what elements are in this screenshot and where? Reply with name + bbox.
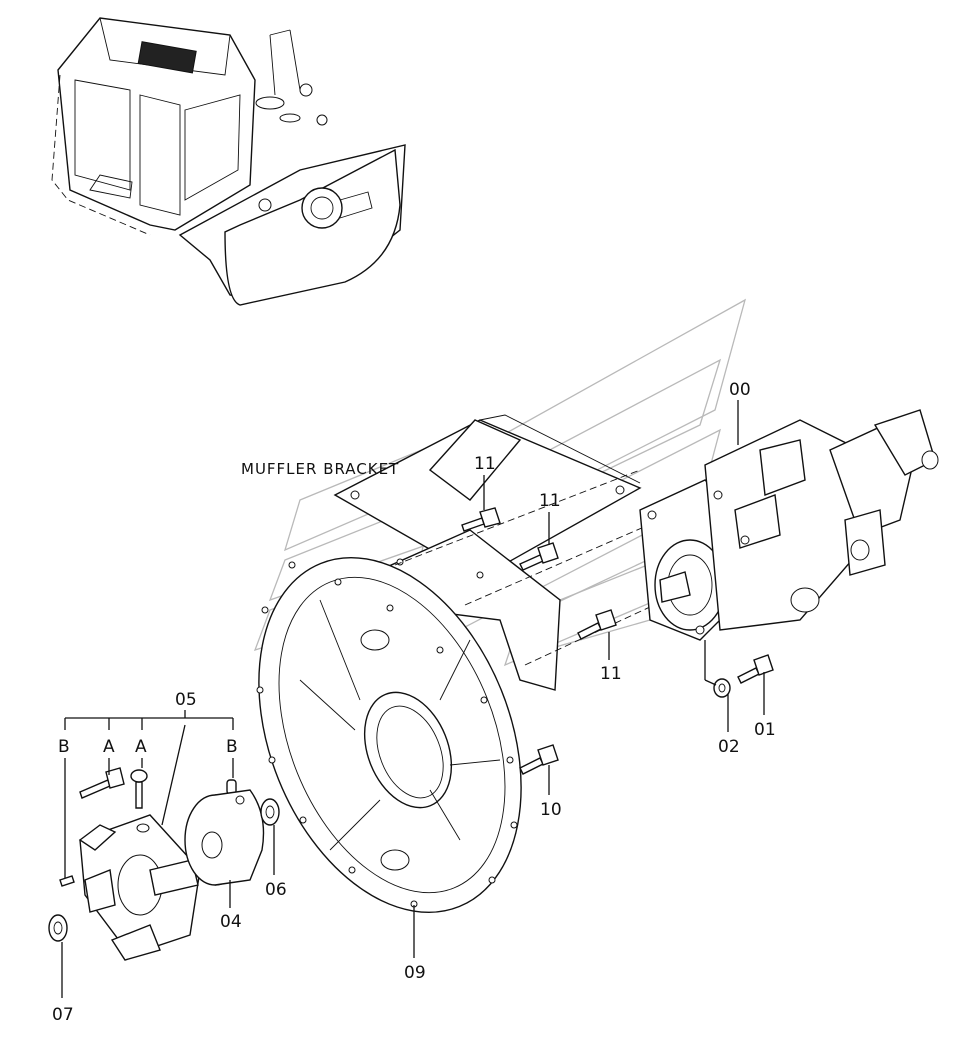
callout-06: 06 xyxy=(265,880,287,900)
screw-a-left xyxy=(79,767,125,799)
excavator-overview xyxy=(51,17,406,306)
callout-02: 02 xyxy=(718,737,740,757)
callout-05: 05 xyxy=(175,690,197,710)
bolt-10 xyxy=(519,744,559,775)
callout-11-right: 11 xyxy=(600,664,622,684)
callout-01: 01 xyxy=(754,720,776,740)
letter-b-left: B xyxy=(58,737,70,757)
washer-07 xyxy=(48,914,68,942)
letter-a-right: A xyxy=(135,737,147,757)
flywheel-housing xyxy=(256,469,666,914)
muffler-bracket xyxy=(333,414,642,691)
callout-07: 07 xyxy=(52,1005,74,1025)
washer-02 xyxy=(713,678,731,698)
callout-04: 04 xyxy=(220,912,242,932)
bolt-11-top xyxy=(461,507,501,532)
callout-09: 09 xyxy=(404,963,426,983)
callout-00: 00 xyxy=(729,380,751,400)
letter-a-left: A xyxy=(103,737,115,757)
callout-11-top: 11 xyxy=(474,454,496,474)
coupling-05 xyxy=(78,814,201,961)
leader-lines xyxy=(61,400,765,998)
hub-04 xyxy=(184,789,265,886)
bolt-01 xyxy=(737,654,774,684)
muffler-bracket-label: MUFFLER BRACKET xyxy=(241,460,399,478)
washer-06 xyxy=(260,798,280,826)
pin-b-left xyxy=(59,875,75,887)
bolt-11-mid xyxy=(519,542,559,571)
bolt-11-right xyxy=(577,609,617,640)
labels: MUFFLER BRACKET 00 11 11 11 01 02 10 05 … xyxy=(52,380,776,1025)
letter-b-right: B xyxy=(226,737,238,757)
callout-11-mid: 11 xyxy=(539,491,561,511)
screw-a-right xyxy=(130,769,148,809)
group-05-bracket xyxy=(64,710,234,878)
hydraulic-pump xyxy=(639,409,939,641)
callout-10: 10 xyxy=(540,800,562,820)
